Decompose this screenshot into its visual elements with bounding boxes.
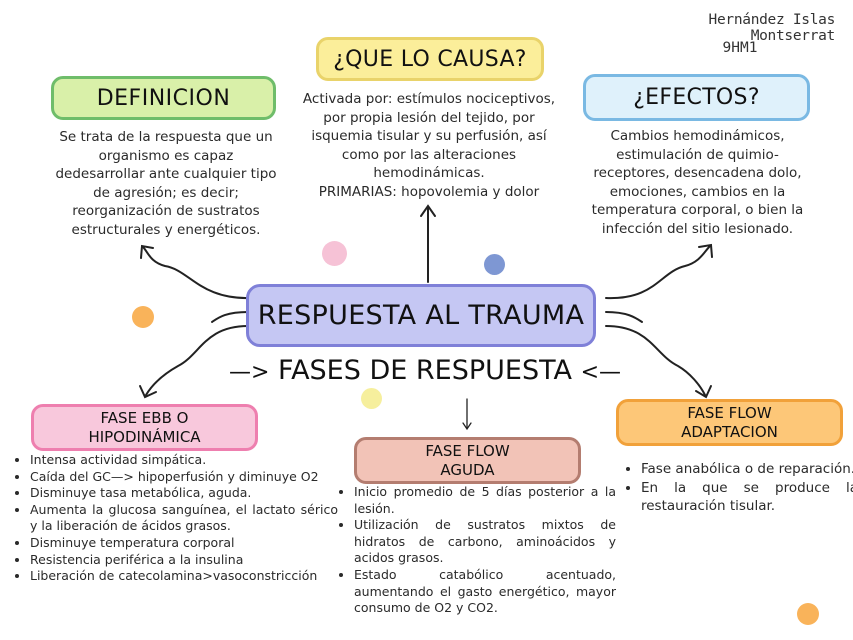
pink-dot [322,241,347,266]
fase-aguda-list: Inicio promedio de 5 días posterior a la… [340,484,616,617]
causa-description: Activada por: estímulos nociceptivos, po… [302,91,556,181]
list-item: Intensa actividad simpática. [30,452,338,469]
list-item: Disminuye tasa metabólica, aguda. [30,485,338,502]
list-item: Estado catabólico acentuado, aumentando … [354,567,616,617]
fase-aguda-title-box: FASE FLOW AGUDA [354,437,581,484]
fase-ebb-list: Intensa actividad simpática. Caída del G… [16,452,338,585]
fase-ebb-title-box: FASE EBB O HIPODINÁMICA [31,404,258,451]
fase-adaptacion-title-line1: FASE FLOW [687,403,772,422]
efectos-title-box: ¿EFECTOS? [583,74,810,121]
arrow-to-adaptacion [605,325,706,396]
fase-ebb-title-line2: HIPODINÁMICA [88,427,201,446]
fase-adaptacion-title-line2: ADAPTACION [681,422,778,441]
center-title-box: RESPUESTA AL TRAUMA [246,284,596,347]
list-item: Disminuye temperatura corporal [30,535,338,552]
arrow-to-efectos [605,245,711,300]
author-group: 9HM1 [722,40,758,56]
list-item: Aumenta la glucosa sanguínea, el lactato… [30,502,338,535]
list-item: Caída del GC—> hipoperfusión y diminuye … [30,469,338,486]
definicion-title-box: DEFINICION [51,76,276,120]
causa-title: ¿QUE LO CAUSA? [333,46,527,72]
list-item: Utilización de sustratos mixtos de hidra… [354,517,616,567]
fase-adaptacion-list: Fase anabólica o de reparación. En la qu… [626,460,853,516]
efectos-text: Cambios hemodinámicos, estimulación de q… [591,128,804,237]
center-title: RESPUESTA AL TRAUMA [257,300,585,331]
causa-primarias: PRIMARIAS: hopovolemia y dolor [318,183,540,200]
phases-label: FASES DE RESPUESTA [278,355,572,386]
causa-text: Activada por: estímulos nociceptivos, po… [298,90,560,201]
phases-right-arrow: <— [580,360,621,385]
fase-aguda-title-line2: AGUDA [440,460,495,479]
orange-dot-bottom [797,603,819,625]
definicion-title: DEFINICION [96,85,231,111]
definicion-text: Se trata de la respuesta que un organism… [55,129,277,238]
fase-ebb-title-line1: FASE EBB O [100,408,189,427]
list-item: En la que se produce la restauración tis… [641,479,853,516]
orange-dot [132,306,154,328]
blue-dot [484,254,505,275]
arrow-to-ebb [145,325,249,396]
arrow-to-definicion [142,246,253,300]
fase-aguda-title-line1: FASE FLOW [425,441,510,460]
efectos-title: ¿EFECTOS? [633,85,760,110]
fase-adaptacion-title-box: FASE FLOW ADAPTACION [616,399,843,446]
list-item: Liberación de catecolamina>vasoconstricc… [30,568,338,585]
causa-title-box: ¿QUE LO CAUSA? [316,37,544,81]
yellow-dot [361,388,382,409]
author-name: Hernández Islas Montserrat [708,12,836,44]
phases-row: —> FASES DE RESPUESTA <— [210,355,640,386]
list-item: Inicio promedio de 5 días posterior a la… [354,484,616,517]
list-item: Resistencia periférica a la insulina [30,552,338,569]
list-item: Fase anabólica o de reparación. [641,460,853,479]
phases-left-arrow: —> [228,360,270,385]
